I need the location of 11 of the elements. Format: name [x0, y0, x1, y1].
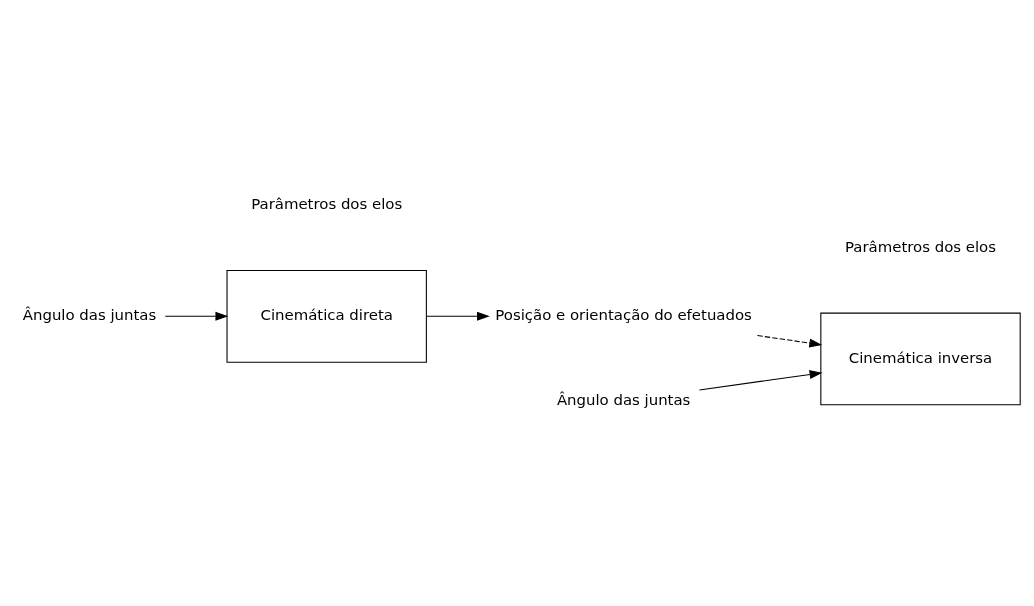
node-text: Ângulo das juntas — [22, 306, 157, 325]
arrow — [698, 370, 823, 391]
node-text: Posição e orientação do efetuados — [495, 306, 752, 325]
node-text: Ângulo das juntas — [556, 390, 691, 409]
node-box: Cinemática inversa — [820, 312, 1021, 406]
label: Parâmetros dos elos — [251, 195, 403, 214]
label: Parâmetros dos elos — [845, 238, 996, 257]
node-box: Cinemática direta — [226, 269, 427, 363]
arrow — [756, 335, 823, 348]
arrow — [164, 311, 229, 321]
arrow — [426, 311, 490, 321]
